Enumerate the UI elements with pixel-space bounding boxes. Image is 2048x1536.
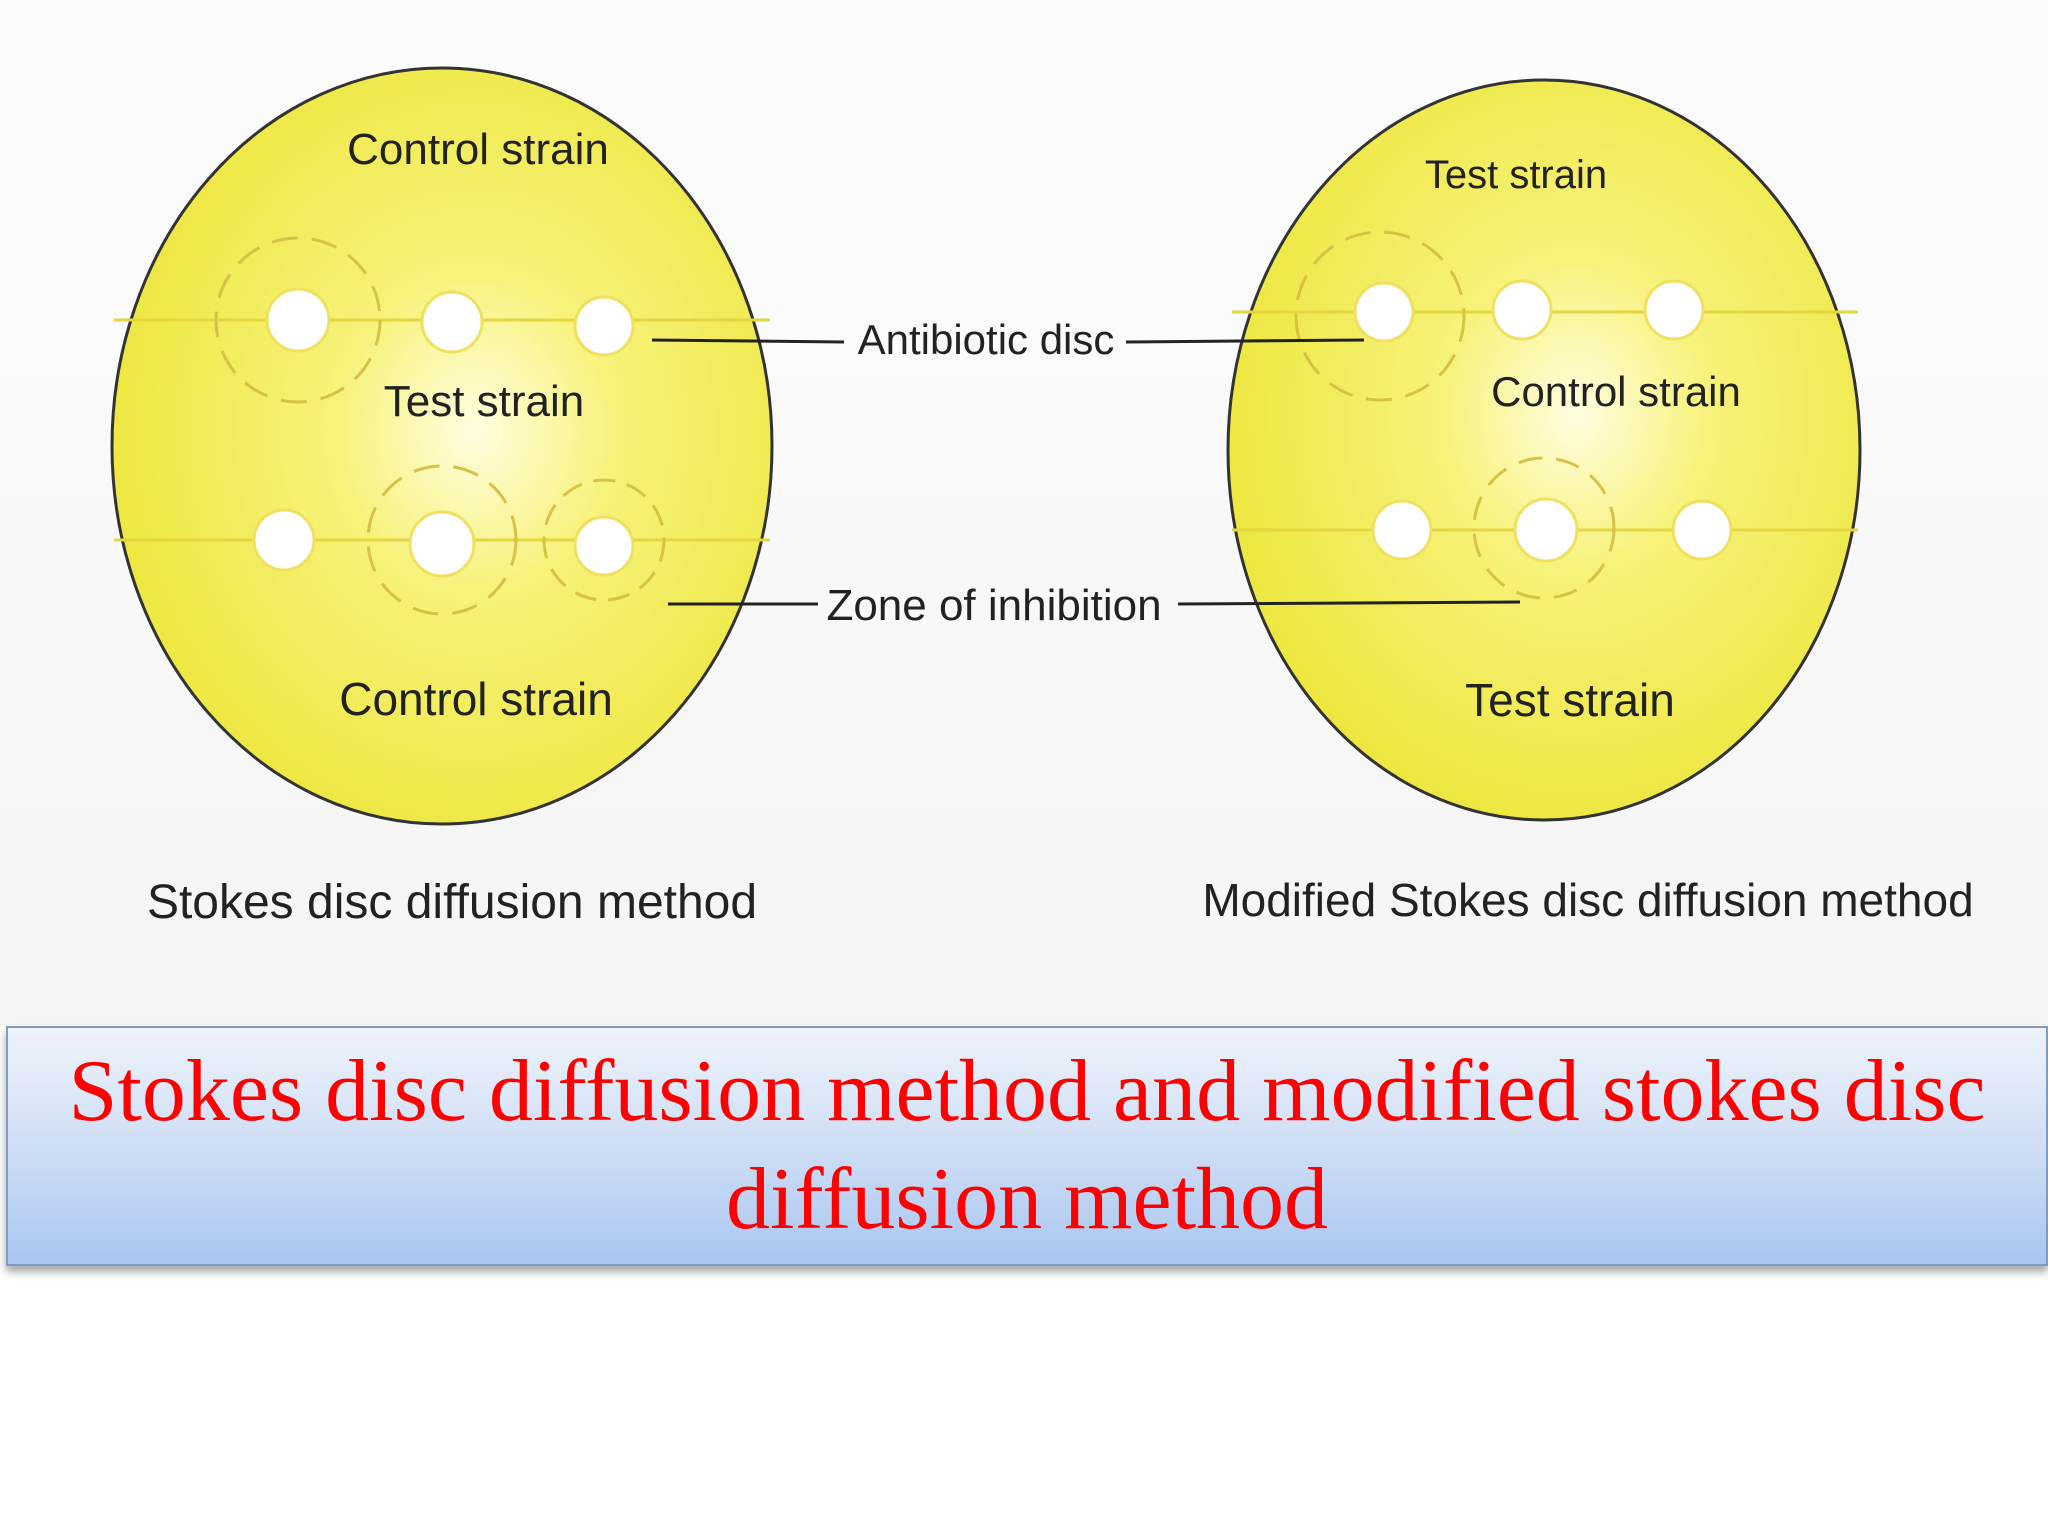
right-top-label: Test strain bbox=[1425, 153, 1607, 197]
left-middle-label: Test strain bbox=[384, 377, 585, 426]
left-antibiotic-disc-3 bbox=[573, 295, 635, 357]
diagram-figure: Control strain Test strain Control strai… bbox=[0, 0, 2048, 1025]
right-inhibition-zone-1 bbox=[1294, 230, 1466, 402]
right-plate-caption: Modified Stokes disc diffusion method bbox=[1202, 874, 1973, 926]
antibiotic-disc-leader-left bbox=[651, 338, 845, 344]
left-inhibition-zone-2 bbox=[366, 464, 518, 616]
disc-diffusion-diagram: Control strain Test strain Control strai… bbox=[110, 66, 1974, 929]
callout-zone-of-inhibition: Zone of inhibition bbox=[668, 581, 1521, 630]
slide-title: Stokes disc diffusion method and modifie… bbox=[68, 1043, 1986, 1248]
right-antibiotic-disc-5 bbox=[1513, 497, 1579, 563]
left-top-label: Control strain bbox=[347, 125, 609, 174]
left-antibiotic-disc-1 bbox=[265, 287, 331, 353]
right-antibiotic-disc-6 bbox=[1671, 499, 1733, 561]
right-agar-plate bbox=[1226, 78, 1862, 822]
right-antibiotic-disc-4 bbox=[1371, 499, 1433, 561]
left-bottom-label: Control strain bbox=[339, 673, 613, 725]
left-plate-caption: Stokes disc diffusion method bbox=[147, 876, 757, 929]
left-antibiotic-disc-6 bbox=[573, 515, 635, 577]
left-antibiotic-disc-4 bbox=[252, 508, 316, 572]
callout-antibiotic-disc: Antibiotic disc bbox=[651, 316, 1365, 363]
right-inhibition-zone-2 bbox=[1472, 456, 1616, 600]
left-agar-plate bbox=[110, 66, 774, 826]
right-antibiotic-disc-2 bbox=[1491, 279, 1553, 341]
antibiotic-disc-label: Antibiotic disc bbox=[858, 316, 1115, 363]
left-antibiotic-disc-5 bbox=[408, 510, 476, 578]
antibiotic-disc-leader-right bbox=[1125, 338, 1365, 344]
right-middle-label: Control strain bbox=[1491, 368, 1741, 415]
right-petri-plate: Test strain Control strain Test strain bbox=[1226, 78, 1862, 822]
right-bottom-label: Test strain bbox=[1465, 674, 1675, 726]
right-antibiotic-disc-3 bbox=[1643, 279, 1705, 341]
left-antibiotic-disc-2 bbox=[420, 290, 484, 354]
left-inhibition-zone-1 bbox=[214, 236, 382, 404]
slide-title-box: Stokes disc diffusion method and modifie… bbox=[6, 1026, 2048, 1266]
zone-of-inhibition-label: Zone of inhibition bbox=[826, 581, 1161, 630]
left-inhibition-zone-3 bbox=[542, 478, 666, 602]
right-antibiotic-disc-1 bbox=[1353, 281, 1415, 343]
left-petri-plate: Control strain Test strain Control strai… bbox=[110, 66, 774, 826]
zone-leader-right bbox=[1177, 600, 1521, 606]
